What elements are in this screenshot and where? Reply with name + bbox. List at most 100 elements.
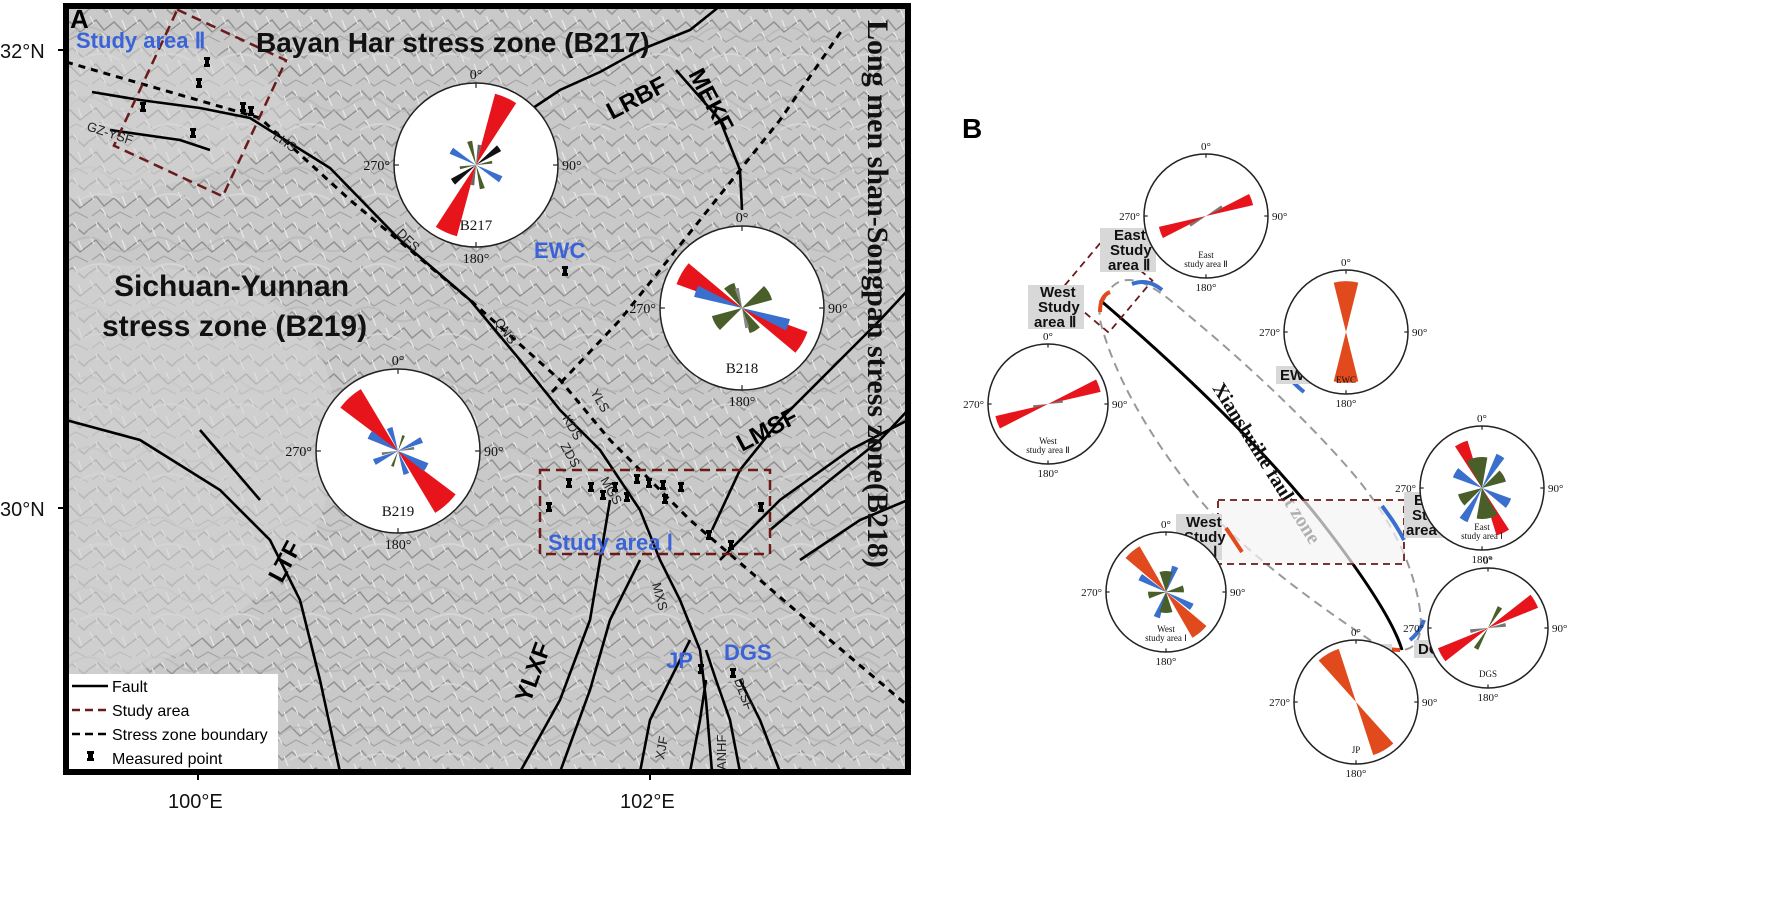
lon-label-100: 100°E <box>168 791 223 813</box>
study-area-2-box <box>112 8 288 198</box>
rose-label-90: 90° <box>1230 587 1245 599</box>
rose-label-90: 90° <box>1552 623 1567 635</box>
rose-petal <box>398 437 423 451</box>
rose-petal <box>1482 488 1512 508</box>
rose-petal <box>1476 488 1498 519</box>
rose-diagram-jp: 0°270°90°180°JP <box>1269 627 1437 780</box>
rose-petal <box>694 285 742 308</box>
zone-label-sichuan-yunnan-2: stress zone (B219) <box>102 310 367 343</box>
rose-caption: West <box>1157 624 1175 634</box>
rose-diagram-b219: 0°270°90°180°B219 <box>285 354 503 553</box>
rose-petal <box>1159 592 1173 613</box>
rose-label-0: 0° <box>1483 555 1493 567</box>
rose-caption: B219 <box>382 504 415 520</box>
zone-label-longmenshan: Long men shan-Songpan stress zone(B218) <box>861 20 894 568</box>
rose-label-270: 270° <box>285 445 312 460</box>
rose-caption: East <box>1198 250 1214 260</box>
rose-label-90: 90° <box>1422 697 1437 709</box>
zone-label-sichuan-yunnan-1: Sichuan-Yunnan <box>114 270 349 303</box>
rose-caption: EWC <box>1336 375 1356 385</box>
rose-diagram-b217: 0°270°90°180°B217 <box>363 68 581 267</box>
rose-petal <box>1437 628 1488 662</box>
rose-petal <box>1488 594 1539 628</box>
rose-caption: study area Ⅰ <box>1145 633 1187 643</box>
rose-caption: DGS <box>1479 669 1497 679</box>
rose-petal <box>340 389 398 451</box>
rose-petal <box>1318 648 1356 702</box>
rose-label-0: 0° <box>392 354 405 369</box>
site-label-jp: JP <box>666 648 693 673</box>
rose-petal <box>742 285 773 308</box>
rose-label-270: 270° <box>629 302 656 317</box>
fault-label-anhf: ANHF <box>714 735 729 770</box>
rose-petal <box>1166 592 1207 638</box>
rose-petal <box>1159 571 1173 592</box>
rose-label-270: 270° <box>1269 697 1290 709</box>
rose-petal <box>724 282 742 308</box>
measured-points <box>140 57 764 678</box>
rose-label-90: 90° <box>562 159 582 174</box>
rose-petal <box>1488 623 1506 628</box>
rose-petal <box>398 446 415 451</box>
rose-petal <box>459 165 476 170</box>
study-area-1-box <box>538 468 772 556</box>
rose-petal <box>742 308 750 329</box>
rose-petal <box>1206 205 1223 216</box>
rose-caption: study area Ⅱ <box>1026 445 1069 455</box>
label-west2-line1: West <box>1040 284 1076 301</box>
rose-diagram-ewc: 0°270°90°180°EWC <box>1259 257 1427 410</box>
rose-petal <box>1333 281 1359 332</box>
rose-label-270: 270° <box>1403 623 1424 635</box>
legend-measured-point: Measured point <box>112 751 223 768</box>
rose-petal <box>1166 592 1194 611</box>
site-label-dgs: DGS <box>724 640 772 665</box>
rose-label-270: 270° <box>1081 587 1102 599</box>
rose-petal <box>1189 216 1206 227</box>
legend-study-area: Study area <box>112 703 189 720</box>
rose-petal <box>1158 216 1206 238</box>
rose-petal <box>711 308 742 331</box>
rose-label-0: 0° <box>1161 519 1171 531</box>
rose-label-0: 0° <box>736 211 749 226</box>
rose-label-270: 270° <box>363 159 390 174</box>
rose-caption: B218 <box>726 361 759 377</box>
rose-petal <box>1488 606 1503 628</box>
rose-petal <box>1138 573 1166 592</box>
lon-label-102: 102°E <box>620 791 675 813</box>
rose-petal <box>1125 546 1166 592</box>
rose-petal <box>1473 628 1488 650</box>
label-west2-line3: area Ⅱ <box>1034 314 1076 331</box>
rose-label-90: 90° <box>1548 483 1563 495</box>
lat-label-30: 30°N <box>0 499 45 521</box>
rose-petal <box>381 451 398 456</box>
rose-petal <box>449 147 476 165</box>
rose-label-180: 180° <box>463 252 490 267</box>
rose-petal <box>1166 565 1179 592</box>
rose-petal <box>398 451 410 475</box>
rose-label-270: 270° <box>1259 327 1280 339</box>
rose-petal <box>1452 468 1482 488</box>
study-area-1-label: Study area Ⅰ <box>548 530 673 555</box>
rose-label-180: 180° <box>1346 768 1367 780</box>
rose-petal <box>676 263 742 308</box>
rose-caption: study area Ⅰ <box>1461 531 1503 541</box>
rose-petal <box>1153 592 1166 619</box>
panel-b-diagram: B Xianshuihe fault zone East Study area … <box>962 113 1567 780</box>
rose-label-180: 180° <box>1038 468 1059 480</box>
rose-petal <box>476 145 502 165</box>
rose-label-0: 0° <box>1341 257 1351 269</box>
rose-label-180: 180° <box>1156 656 1177 668</box>
rose-petal <box>1147 591 1166 599</box>
label-east2-line3: area Ⅱ <box>1108 257 1150 274</box>
rose-caption: study area Ⅱ <box>1184 259 1227 269</box>
label-west2-line2: Study <box>1038 299 1080 316</box>
rose-label-90: 90° <box>1272 211 1287 223</box>
rose-petal <box>742 308 760 334</box>
rose-petal <box>1482 470 1506 488</box>
site-labels: Study area Ⅱ Study area Ⅰ EWC JP DGS <box>76 28 772 673</box>
rose-petal <box>435 165 476 237</box>
